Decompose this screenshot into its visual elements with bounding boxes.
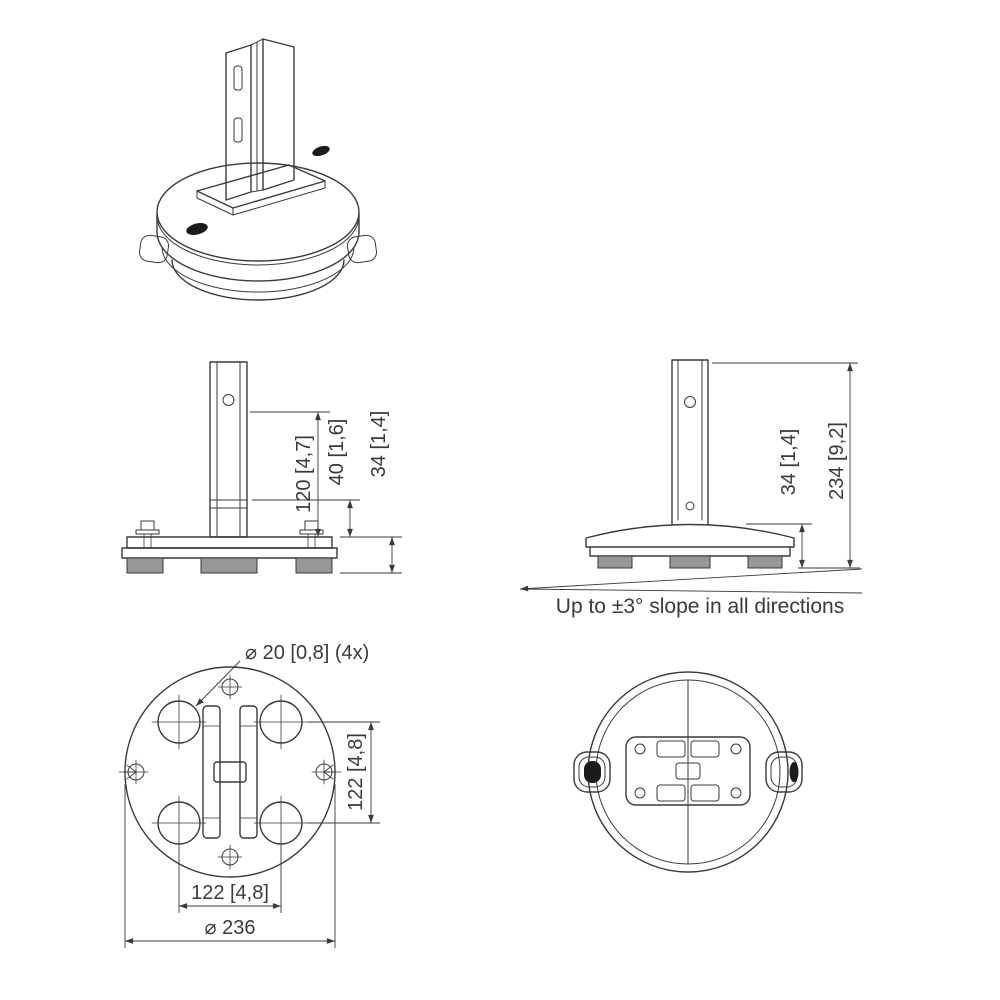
plan-hole-20 (151, 694, 207, 750)
side-foot-pad (597, 555, 633, 569)
hole-callout-leader (195, 660, 241, 707)
bottom-right-clamp (765, 751, 803, 793)
plan-dimensions: ⌀ 20 [0,8] (4x) 122 [4,8] 122 [4,8] ⌀ 23… (124, 642, 380, 948)
plan-hole-20 (151, 795, 207, 851)
plan-screw-hole (217, 674, 243, 700)
plan-screw-hole (217, 844, 243, 870)
vogels-logo-badge (186, 223, 208, 235)
iso-column-slot (233, 65, 243, 91)
side-column (671, 359, 709, 525)
plan-screw-hole (311, 759, 337, 785)
bottom-adapter-plate (625, 736, 751, 806)
plate-screw-hole (634, 787, 646, 799)
bottom-view (573, 671, 803, 873)
front-foot-pad (200, 557, 258, 574)
plate-screw-hole (730, 743, 742, 755)
hole-callout-label: ⌀ 20 [0,8] (4x) (245, 642, 369, 664)
slope-indicator (519, 568, 863, 594)
side-column-hole (685, 501, 695, 511)
plan-screw-hole (123, 759, 149, 785)
front-column-hole (222, 394, 235, 406)
dim-label-234: 234 [9,2] (826, 422, 848, 500)
plate-screw-hole (634, 743, 646, 755)
vogels-logo-badge (584, 761, 601, 783)
iso-base (138, 162, 378, 301)
plate-screw-hole (730, 787, 742, 799)
front-column (209, 361, 248, 538)
plan-hole-20 (253, 694, 309, 750)
plan-hole-20 (253, 795, 309, 851)
isometric-view (138, 38, 378, 301)
slope-note: Up to ±3° slope in all directions (556, 595, 844, 618)
dim-label-34-front: 34 [1,4] (368, 411, 390, 478)
plan-h-slot (202, 705, 258, 839)
front-dimensions: 120 [4,7] 40 [1,6] 34 [1,4] (250, 411, 402, 574)
iso-label-badge (312, 145, 330, 157)
front-base (121, 520, 338, 574)
side-column-hole (684, 396, 696, 408)
side-foot-pad (669, 555, 711, 569)
side-base (585, 523, 795, 569)
plan-seam-marks (118, 764, 342, 780)
iso-column-slot (233, 117, 243, 143)
side-dimensions: 34 [1,4] 234 [9,2] (712, 362, 860, 569)
iso-adapter-plate (196, 145, 330, 216)
plan-view: ⌀ 20 [0,8] (4x) 122 [4,8] 122 [4,8] ⌀ 23… (118, 642, 380, 948)
clamp-logo-badge (789, 762, 799, 782)
front-right-bolt (299, 520, 324, 549)
dim-label-120: 120 [4,7] (293, 435, 315, 513)
bottom-left-clamp (573, 751, 611, 793)
dim-label-40: 40 [1,6] (326, 419, 348, 486)
dim-label-236: ⌀ 236 (205, 917, 256, 939)
front-foot-pad (126, 557, 164, 574)
dim-label-34-side: 34 [1,4] (778, 429, 800, 496)
iso-right-clamp (346, 234, 378, 264)
dim-label-122-horizontal: 122 [4,8] (191, 882, 269, 904)
iso-left-clamp (138, 234, 170, 264)
iso-column (225, 38, 295, 201)
front-foot-pad (295, 557, 333, 574)
front-view: 120 [4,7] 40 [1,6] 34 [1,4] (121, 361, 402, 574)
side-view: Up to ±3° slope in all directions 34 [1,… (519, 359, 863, 618)
side-foot-pad (747, 555, 783, 569)
dim-label-122-vertical: 122 [4,8] (345, 733, 367, 811)
front-left-bolt (135, 520, 160, 549)
